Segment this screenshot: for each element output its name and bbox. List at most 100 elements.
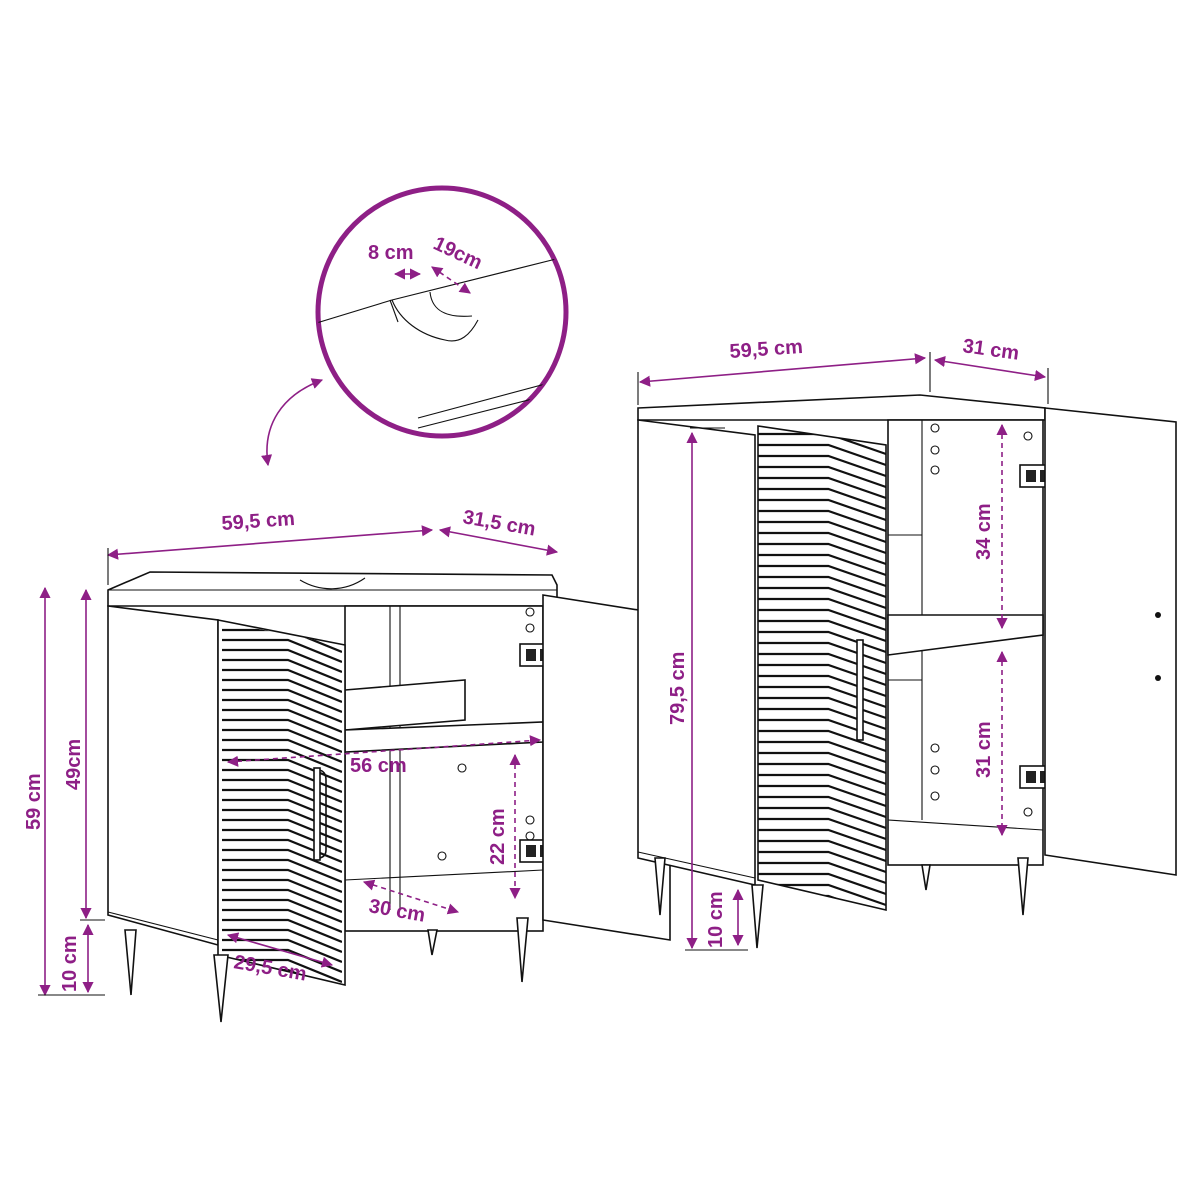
tall-leg-height-label: 10 cm bbox=[705, 891, 727, 948]
sink-width-arrow bbox=[106, 525, 434, 560]
flute-line bbox=[222, 888, 342, 914]
flute-line bbox=[222, 698, 342, 724]
flute-line bbox=[758, 379, 886, 399]
flute-line bbox=[758, 487, 886, 511]
sink-inner-depth-arrow bbox=[362, 879, 460, 915]
flute-line bbox=[222, 638, 342, 664]
door-handle bbox=[317, 769, 327, 859]
flute-line bbox=[222, 868, 342, 894]
flute-line bbox=[758, 498, 886, 522]
door-handle-bar bbox=[856, 639, 864, 741]
cabinet-leg bbox=[751, 884, 764, 949]
tall-cabinet-fluted-door bbox=[757, 425, 887, 912]
tall-cabinet-top bbox=[637, 394, 1046, 421]
flute-line bbox=[222, 848, 342, 874]
flute-line bbox=[222, 798, 342, 824]
flute-line bbox=[222, 648, 342, 674]
flute-line bbox=[758, 872, 886, 896]
tall-depth-label: 31 cm bbox=[961, 335, 1020, 365]
flute-line bbox=[758, 586, 886, 610]
flute-line bbox=[758, 641, 886, 665]
flute-line bbox=[758, 806, 886, 830]
flute-line bbox=[758, 575, 886, 599]
flute-line bbox=[222, 828, 342, 854]
flute-line bbox=[222, 668, 342, 694]
flute-line bbox=[222, 858, 342, 884]
flute-line bbox=[758, 905, 886, 910]
tall-width-arrow bbox=[638, 353, 927, 387]
flute-line bbox=[758, 542, 886, 566]
sink-cutout bbox=[299, 577, 366, 590]
flute-line bbox=[758, 751, 886, 775]
tall-cabinet bbox=[637, 379, 1177, 949]
flute-line bbox=[222, 818, 342, 844]
flute-line bbox=[222, 990, 342, 1012]
flute-line bbox=[222, 658, 342, 684]
flute-line bbox=[758, 685, 886, 709]
door-handle-bar bbox=[313, 767, 321, 861]
flute-line bbox=[758, 476, 886, 500]
flute-line bbox=[758, 839, 886, 863]
cabinet-leg bbox=[1017, 857, 1029, 916]
cabinet-leg bbox=[213, 954, 229, 1023]
sink-shelf-depth-arrow bbox=[226, 932, 334, 968]
cabinet-leg bbox=[654, 857, 666, 916]
flute-line bbox=[222, 1010, 342, 1032]
tall-total-height-label: 79,5 cm bbox=[667, 652, 689, 725]
tall-upper-height-label: 34 cm bbox=[973, 503, 995, 560]
flute-line bbox=[222, 898, 342, 924]
flute-line bbox=[758, 740, 886, 764]
flute-line bbox=[758, 674, 886, 698]
flute-line bbox=[222, 768, 342, 794]
cabinet-leg bbox=[124, 929, 137, 996]
flute-line bbox=[222, 718, 342, 744]
flute-line bbox=[758, 707, 886, 731]
flute-line bbox=[758, 773, 886, 797]
flute-line bbox=[222, 708, 342, 734]
flute-line bbox=[758, 443, 886, 467]
flute-line bbox=[758, 795, 886, 819]
flute-line bbox=[758, 883, 886, 907]
sink-inner-width-label: 56 cm bbox=[350, 755, 407, 777]
sink-depth-arrow bbox=[438, 526, 559, 556]
sink-leg-height-label: 10 cm bbox=[59, 935, 81, 992]
flute-line bbox=[758, 663, 886, 687]
sink-inner-width-arrow bbox=[226, 735, 542, 767]
flute-line bbox=[758, 619, 886, 643]
flute-line bbox=[758, 630, 886, 654]
flute-line bbox=[758, 553, 886, 577]
tall-depth-arrow bbox=[933, 356, 1047, 381]
flute-line bbox=[758, 828, 886, 852]
tall-cabinet-side bbox=[637, 419, 756, 887]
flute-line bbox=[222, 878, 342, 904]
door-fluting bbox=[758, 379, 886, 949]
sink-cabinet bbox=[107, 550, 678, 1042]
flute-line bbox=[222, 838, 342, 864]
flute-line bbox=[222, 550, 342, 572]
flute-line bbox=[758, 718, 886, 742]
flute-line bbox=[758, 817, 886, 841]
flute-line bbox=[222, 1020, 342, 1042]
flute-line bbox=[758, 784, 886, 808]
flute-line bbox=[222, 688, 342, 714]
flute-line bbox=[222, 908, 342, 934]
flute-line bbox=[222, 808, 342, 834]
notch-depth-arrow bbox=[431, 266, 471, 294]
flute-line bbox=[758, 861, 886, 885]
cabinet-leg bbox=[921, 864, 931, 891]
flute-line bbox=[222, 778, 342, 804]
flute-line bbox=[758, 652, 886, 676]
flute-line bbox=[758, 762, 886, 786]
cabinet-leg bbox=[516, 917, 529, 983]
flute-line bbox=[758, 520, 886, 544]
tall-width-label: 59,5 cm bbox=[729, 336, 804, 363]
flute-line bbox=[758, 465, 886, 489]
flute-line bbox=[758, 929, 886, 949]
sink-cabinet-side bbox=[107, 605, 219, 947]
sink-total-height-label: 59 cm bbox=[23, 773, 45, 830]
flute-line bbox=[758, 608, 886, 632]
sink-width-label: 59,5 cm bbox=[221, 508, 296, 535]
flute-line bbox=[758, 918, 886, 938]
flute-line bbox=[758, 564, 886, 588]
